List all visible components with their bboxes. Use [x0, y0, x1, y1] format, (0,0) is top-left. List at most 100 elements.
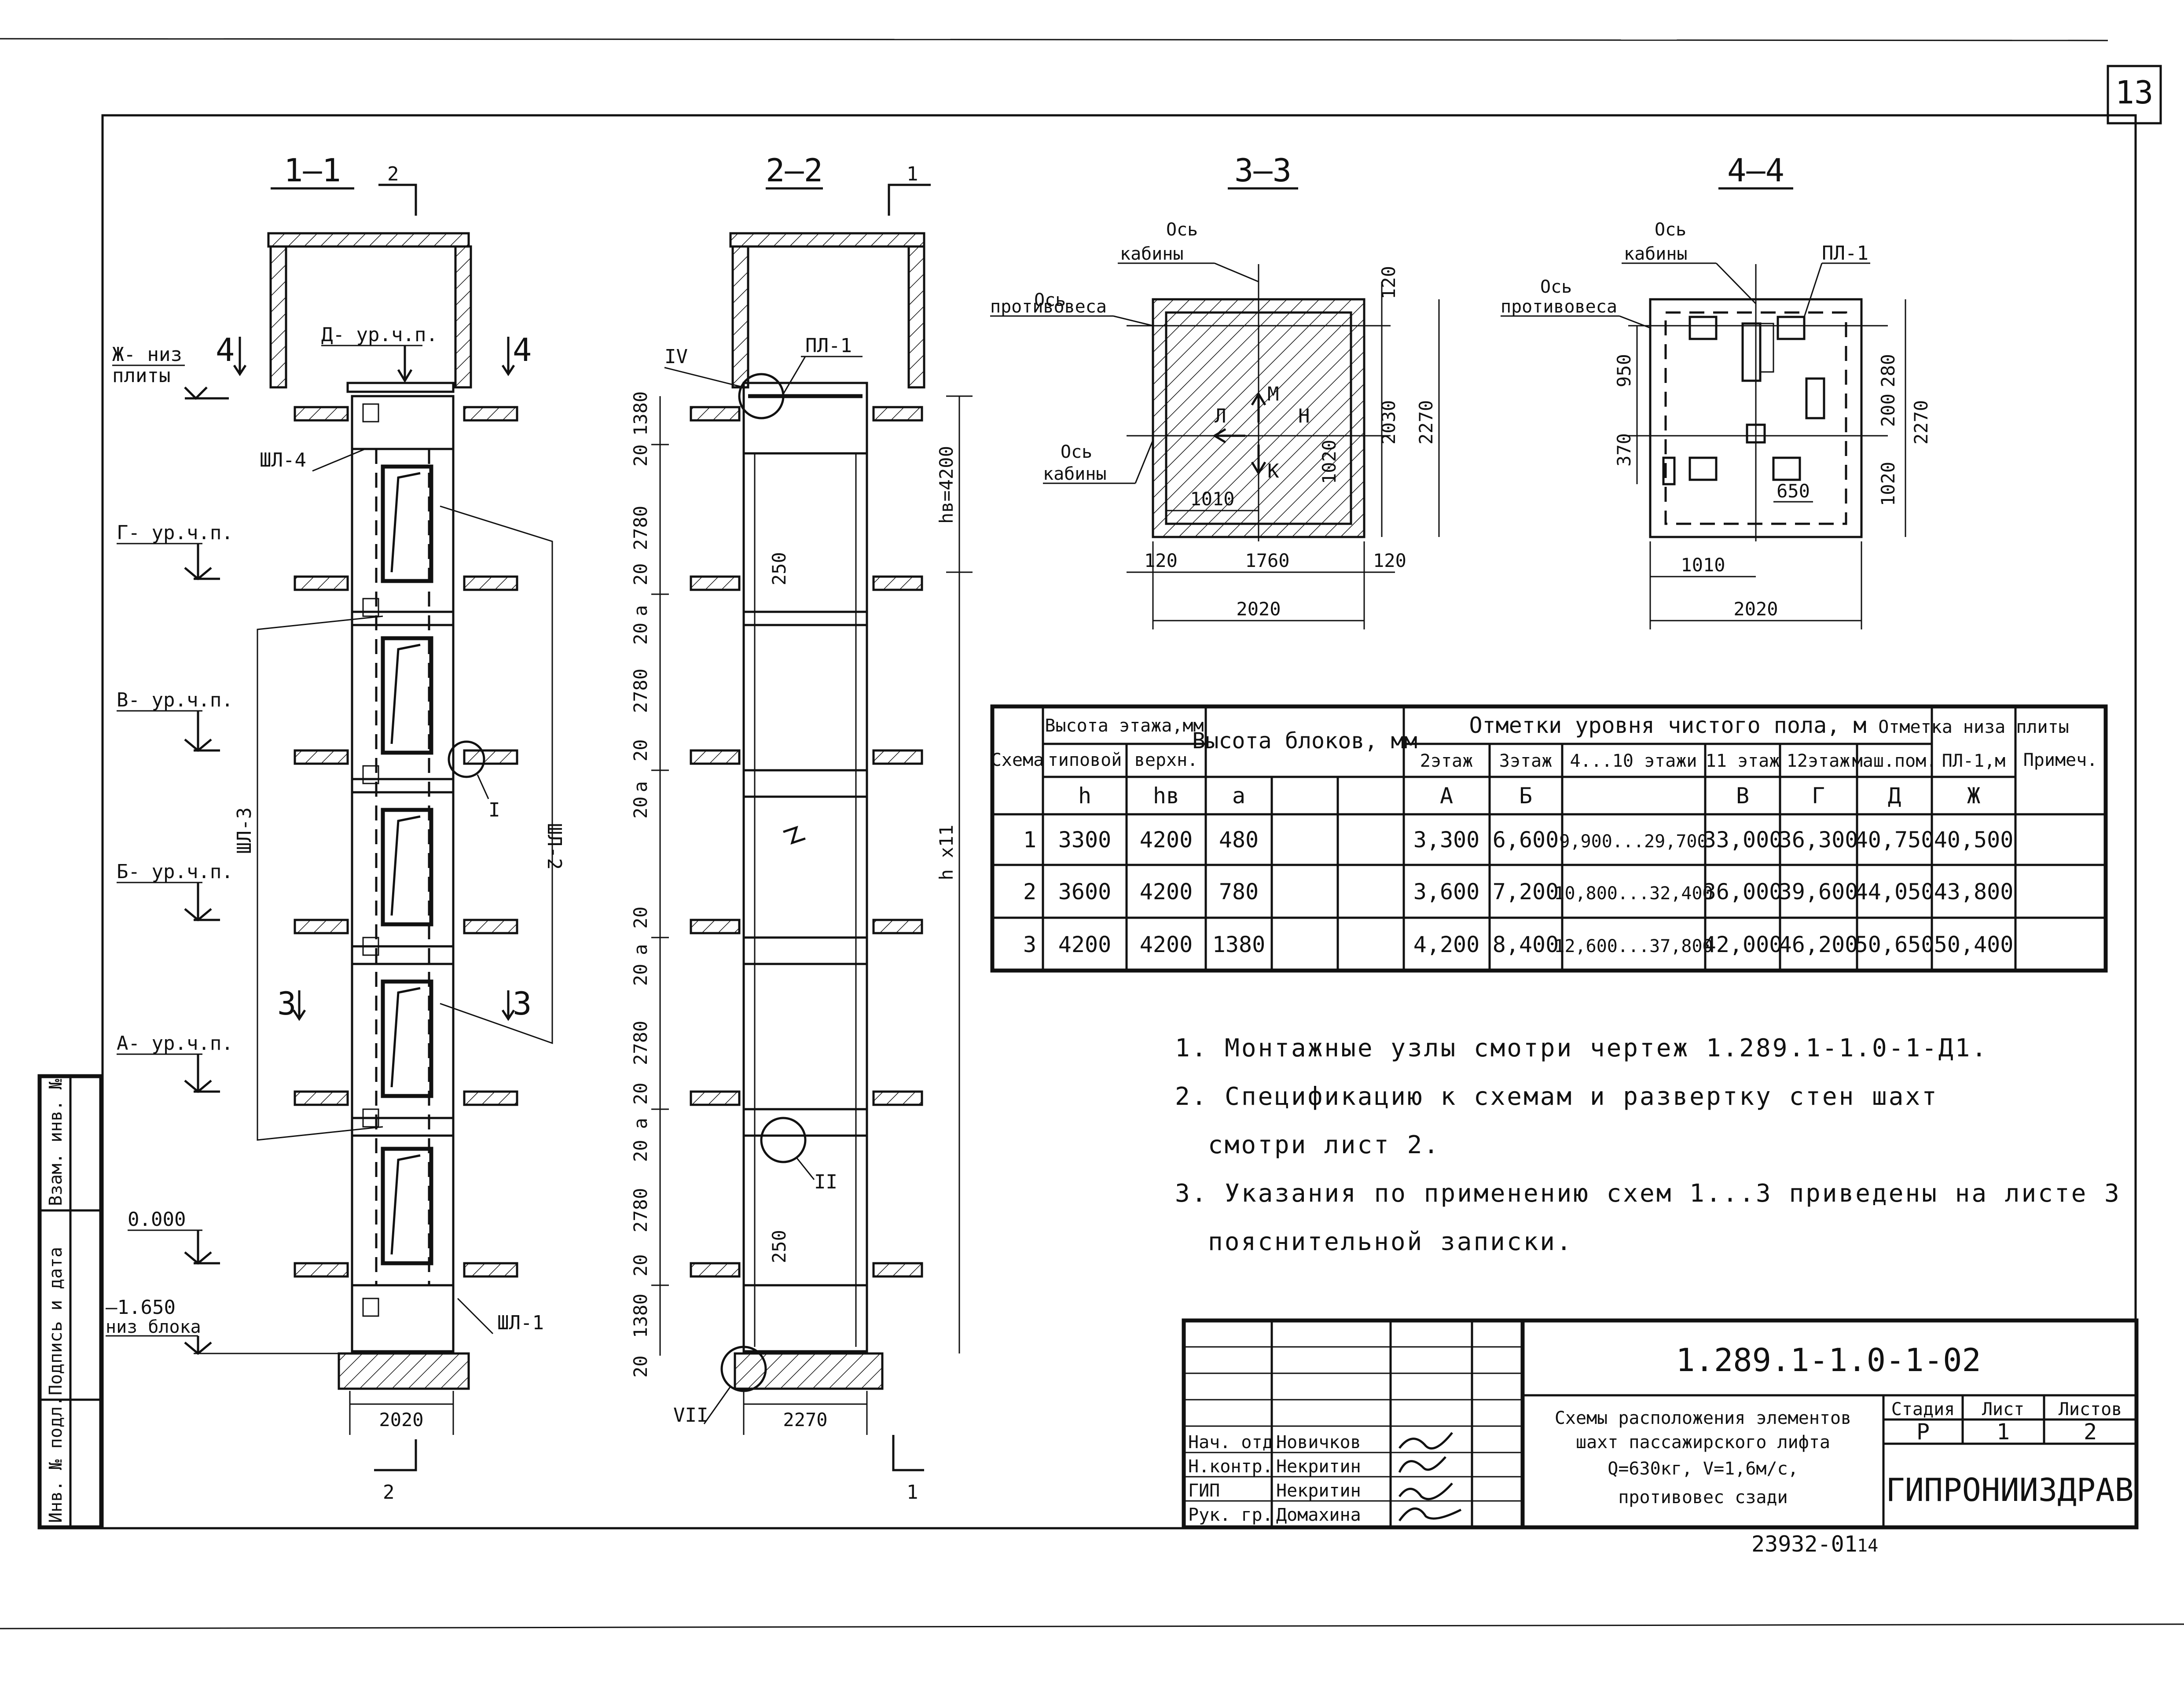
stamp-replace-inv: Взам. инв. № [46, 1079, 66, 1206]
cut-marker-3-left: 3 [277, 985, 296, 1022]
label-shl1: ШЛ-1 [497, 1312, 544, 1334]
dim-20-1: 20 [630, 444, 651, 467]
dim-20-7: 20 [630, 964, 651, 986]
dim-a-3: a [630, 944, 651, 955]
dim-2270-3-3: 2270 [1415, 400, 1437, 445]
cell-floor12: 39,600 [1779, 879, 1858, 905]
dim-a-2: a [630, 781, 651, 792]
doc-code: 1.289.1-1.0-1-02 [1676, 1342, 1981, 1379]
label-pl1-section: ПЛ-1 [805, 335, 852, 357]
role-4: Рук. гр. [1188, 1505, 1273, 1525]
plan44-kab: кабины [1624, 244, 1688, 264]
th-sym-A: А [1440, 783, 1453, 809]
th-floor-height: Высота этажа,мм [1045, 716, 1204, 736]
dim-20-8: 20 [630, 1082, 651, 1105]
th-sym-D: Д [1888, 783, 1901, 809]
dim-1380-top: 1380 [630, 391, 651, 436]
cell-floor2: 4,200 [1413, 932, 1480, 957]
section-2-2: 2–2 1 [630, 152, 973, 1504]
cell-pl1: 40,500 [1934, 827, 2014, 853]
name-3: Некритин [1276, 1481, 1361, 1501]
cell-pl1: 50,400 [1934, 932, 2014, 957]
arrow-m: М [1267, 383, 1279, 405]
plan-4-4: 4–4 Ось кабины Ось противовеса ПЛ-1 950 … [1501, 152, 1932, 629]
cell-schema: 1 [1023, 827, 1036, 853]
th-sym-V: В [1736, 783, 1749, 809]
note-3b: пояснительной записки. [1208, 1228, 1573, 1256]
dim-1010-4-4: 1010 [1681, 554, 1725, 576]
label-shl2: ШЛ-2 [543, 823, 565, 870]
dim-a-1: a [630, 605, 651, 616]
table-row: 1 3300 4200 480 3,300 6,600 9,900...29,7… [1023, 827, 2013, 853]
th-note: Примеч. [2023, 750, 2098, 770]
sheets-value: 2 [2084, 1419, 2097, 1445]
label-shl3: ШЛ-3 [233, 807, 256, 854]
level-zero: 0.000 [128, 1208, 186, 1231]
cut-marker-2-top: 2 [387, 163, 399, 185]
th-sym-a: a [1232, 783, 1245, 809]
node-IV: IV [664, 346, 688, 368]
floor-slabs-2-2 [690, 406, 923, 1390]
level-v: В- ур.ч.п. [117, 689, 233, 711]
table-row: 2 3600 4200 780 3,600 7,200 10,800...32,… [1023, 879, 2013, 905]
note-3a: 3. Указания по применению схем 1...3 при… [1175, 1179, 2121, 1208]
dim-1010-3-3: 1010 [1190, 488, 1234, 510]
node-VII: VII [673, 1404, 708, 1427]
plan44-prot: противовеса [1501, 297, 1617, 317]
dim-2020-4-4: 2020 [1733, 598, 1778, 620]
th-floor11: 11 этаж [1706, 751, 1780, 771]
arrow-k: К [1267, 460, 1279, 482]
name-2: Некритин [1276, 1456, 1361, 1477]
plan44-anchors [1662, 316, 1825, 485]
th-sym-G: Г [1812, 783, 1825, 809]
schedule-table: Схема Высота этажа,мм типовой верхн. Выс… [990, 704, 2108, 973]
cell-typical: 3300 [1058, 827, 1111, 853]
th-pl1: ПЛ-1,м [1942, 751, 2006, 771]
title-line-1: Схемы расположения элементов [1555, 1408, 1851, 1428]
dim-280: 280 [1877, 354, 1899, 387]
note-2a: 2. Спецификацию к схемам и развертку сте… [1175, 1082, 1938, 1111]
section-title-1-1: 1–1 [284, 152, 341, 189]
arrow-l: Л [1215, 405, 1226, 427]
plan33-kab-2: кабины [1043, 464, 1107, 484]
level-minus: –1.650 [106, 1296, 176, 1319]
dim-1020-3-3: 1020 [1318, 440, 1340, 484]
cell-floor2: 3,600 [1413, 879, 1480, 905]
dim-950: 950 [1613, 354, 1635, 387]
dim-250-bottom: 250 [768, 1230, 790, 1263]
th-sym-hb: hв [1153, 783, 1179, 809]
title-line-2: шахт пассажирского лифта [1576, 1432, 1830, 1453]
dim-20-9: 20 [630, 1140, 651, 1162]
dim-200: 200 [1877, 393, 1899, 427]
cell-typical: 4200 [1058, 932, 1111, 957]
th-floor4-10: 4...10 этажи [1570, 751, 1697, 771]
dim-1760: 1760 [1245, 550, 1289, 571]
cell-top: 4200 [1140, 827, 1193, 853]
plan44-os-kab: Ось [1655, 220, 1686, 240]
dim-2780-1: 2780 [630, 506, 651, 550]
sheet-number: 13 [2115, 74, 2154, 111]
dim-1020-4-4: 1020 [1877, 462, 1899, 506]
dim-250-top: 250 [768, 552, 790, 585]
dim-1380-bottom: 1380 [630, 1294, 651, 1338]
level-minus-2: низ блока [106, 1317, 201, 1337]
dim-120-left: 120 [1144, 550, 1178, 571]
name-1: Новичков [1276, 1432, 1361, 1453]
dim-370: 370 [1613, 433, 1635, 467]
cell-top: 4200 [1140, 879, 1193, 905]
cell-pl1: 43,800 [1934, 879, 2014, 905]
title-line-3: Q=630кг, V=1,6м/с, [1608, 1459, 1798, 1479]
plan33-kab: кабины [1120, 244, 1184, 264]
role-2: Н.контр. [1188, 1456, 1273, 1477]
table-row: 3 4200 4200 1380 4,200 8,400 12,600...37… [1023, 932, 2013, 957]
th-machine-room: маш.пом. [1852, 751, 1937, 771]
dim-20-2: 20 [630, 563, 651, 585]
dim-20-3: 20 [630, 622, 651, 645]
dim-2270-4-4: 2270 [1910, 400, 1932, 445]
th-sym-B: Б [1519, 783, 1532, 809]
cell-machine: 44,050 [1855, 879, 1934, 905]
section-title-4-4: 4–4 [1727, 152, 1784, 189]
role-1: Нач. отд. [1188, 1432, 1284, 1453]
cell-floor4-10: 10,800...32,400 [1554, 883, 1713, 904]
plan33-prot: противовеса [990, 297, 1107, 317]
